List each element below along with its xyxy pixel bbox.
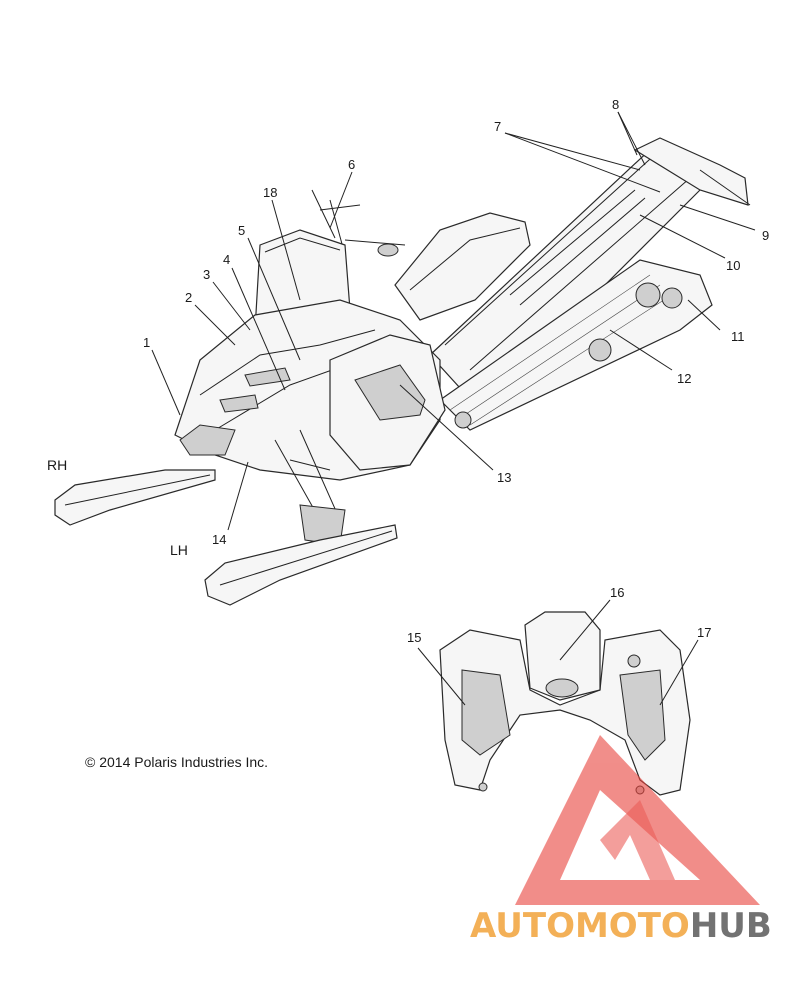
callout-9: 9	[762, 228, 769, 243]
snowmobile-drawing	[54, 137, 751, 606]
callout-18: 18	[263, 185, 277, 200]
callout-17: 17	[697, 625, 711, 640]
leader-lines	[151, 111, 756, 706]
callout-15: 15	[407, 630, 421, 645]
callout-14: 14	[212, 532, 226, 547]
watermark-logo: AUTOMOTOHUB	[470, 735, 772, 946]
side-label-rh: RH	[47, 457, 67, 473]
callout-4: 4	[223, 252, 230, 267]
callout-11: 11	[731, 329, 745, 344]
copyright-text: © 2014 Polaris Industries Inc.	[85, 754, 268, 770]
side-label-lh: LH	[170, 542, 188, 558]
callout-13: 13	[497, 470, 511, 485]
callout-6: 6	[348, 157, 355, 172]
watermark-text: AUTOMOTOHUB	[470, 906, 772, 946]
hood-part-drawing	[439, 611, 691, 796]
callout-1: 1	[143, 335, 150, 350]
callout-labels: 1 2 3 4 5 6 7 8 9 10 11 12 13 14 15 16 1…	[143, 97, 769, 645]
callout-2: 2	[185, 290, 192, 305]
watermark-text-part1: AUTOMOTO	[470, 906, 690, 946]
watermark-inner-mark-icon	[600, 800, 675, 880]
callout-8: 8	[612, 97, 619, 112]
callout-16: 16	[610, 585, 624, 600]
watermark-text-part2: HUB	[690, 906, 772, 946]
callout-12: 12	[677, 371, 691, 386]
callout-3: 3	[203, 267, 210, 282]
callout-7: 7	[494, 119, 501, 134]
callout-10: 10	[726, 258, 740, 273]
callout-5: 5	[238, 223, 245, 238]
